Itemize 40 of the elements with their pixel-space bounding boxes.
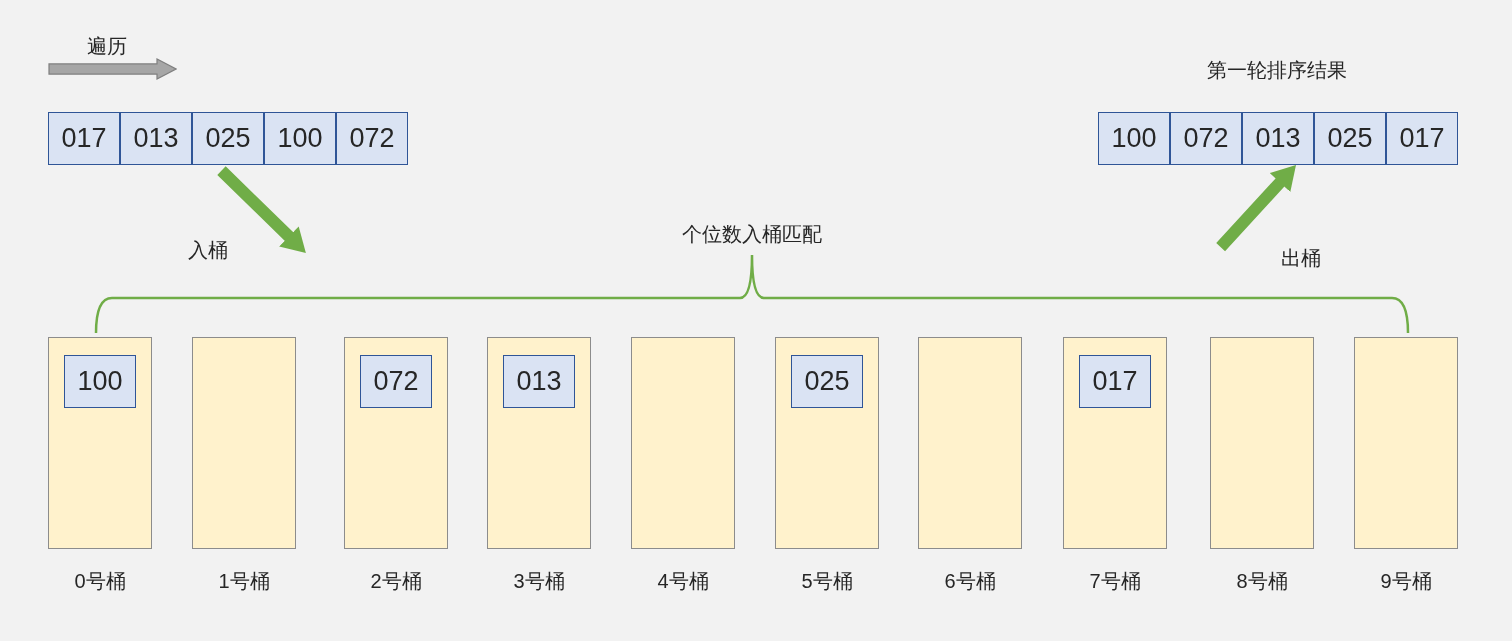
bucket (48, 337, 152, 549)
number-cell: 025 (1314, 112, 1386, 165)
bucket (487, 337, 591, 549)
number-cell: 072 (1170, 112, 1242, 165)
bucket (1354, 337, 1458, 549)
bucket-label: 4号桶 (657, 569, 709, 593)
bucket-label: 7号桶 (1089, 569, 1141, 593)
bucket-label: 0号桶 (74, 569, 126, 593)
array-caption: 第一轮排序结果 (1207, 58, 1347, 82)
bucket (344, 337, 448, 549)
bucket-label: 3号桶 (513, 569, 565, 593)
number-cell: 013 (120, 112, 192, 165)
number-cell: 072 (336, 112, 408, 165)
number-card: 017 (1079, 355, 1151, 408)
bucket (1210, 337, 1314, 549)
number-cell: 100 (264, 112, 336, 165)
bucket-label: 2号桶 (370, 569, 422, 593)
bucket-label: 9号桶 (1380, 569, 1432, 593)
number-cell: 017 (48, 112, 120, 165)
bucket-label: 6号桶 (944, 569, 996, 593)
direction-arrow (48, 58, 177, 80)
direction-label: 遍历 (86, 34, 127, 58)
bucket (775, 337, 879, 549)
bucket-label: 8号桶 (1236, 569, 1288, 593)
bucket-label: 1号桶 (218, 569, 270, 593)
bucket (918, 337, 1022, 549)
number-cell: 017 (1386, 112, 1458, 165)
bucket (192, 337, 296, 549)
number-card: 025 (791, 355, 863, 408)
number-cell: 025 (192, 112, 264, 165)
bracket-label: 个位数入桶匹配 (682, 222, 822, 246)
bucket (1063, 337, 1167, 549)
number-cell: 013 (1242, 112, 1314, 165)
number-card: 100 (64, 355, 136, 408)
bucket-label: 5号桶 (801, 569, 853, 593)
number-card: 013 (503, 355, 575, 408)
number-card: 072 (360, 355, 432, 408)
number-cell: 100 (1098, 112, 1170, 165)
edge-label: 入桶 (185, 238, 230, 262)
bucket (631, 337, 735, 549)
